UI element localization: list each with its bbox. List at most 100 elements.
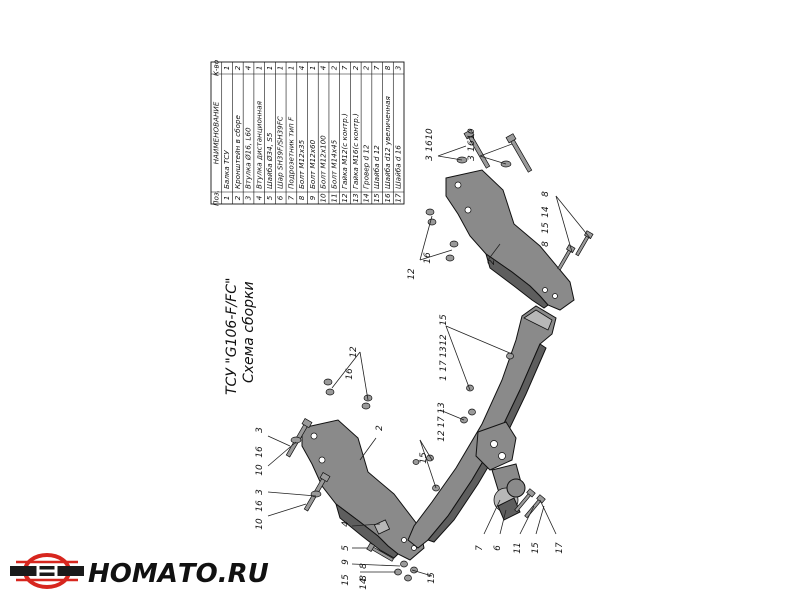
callout-5a: 5 xyxy=(341,545,351,551)
table-row-qty: 7 xyxy=(372,65,381,70)
callout-13a: 13 xyxy=(439,346,449,358)
callout-17b: 17 xyxy=(437,416,447,428)
table-row-qty: 2 xyxy=(329,65,338,70)
table-row-pos: 17 xyxy=(394,193,403,203)
table-row-qty: 7 xyxy=(340,65,349,70)
callout-2b: 2 xyxy=(375,425,385,431)
callout-9a: 9 xyxy=(341,559,351,565)
table-row-qty: 2 xyxy=(361,65,370,70)
table-row-pos: 10 xyxy=(319,193,328,203)
table-row-pos: 1 xyxy=(222,196,231,201)
table-row-name: Шайба Ø34, S5 xyxy=(265,132,274,189)
callout-10c: 10 xyxy=(255,464,265,476)
table-row-qty: 1 xyxy=(276,66,285,71)
table-row-qty: 1 xyxy=(286,66,295,71)
table-row-name: Гайка M16(с контр.) xyxy=(351,113,360,189)
tow-ball xyxy=(491,463,526,521)
callout-16f: 16 xyxy=(255,500,265,512)
callout-17c: 17 xyxy=(555,542,565,554)
table-row-pos: 6 xyxy=(276,195,285,200)
table-row-name: Болт M12x60 xyxy=(308,139,317,189)
callout-8b: 8 xyxy=(541,241,551,247)
table-row-qty: 1 xyxy=(254,66,263,71)
table-row-pos: 9 xyxy=(308,195,317,200)
callout-15d: 15 xyxy=(341,574,351,586)
callout-15f: 15 xyxy=(531,542,541,554)
table-row-name: Подрозетник тип F xyxy=(286,116,295,189)
logo-emblem xyxy=(10,553,84,589)
callout-15b: 15 xyxy=(439,314,449,326)
table-row-pos: 7 xyxy=(286,195,295,200)
callout-14a: 14 xyxy=(541,206,551,218)
table-row-qty: 1 xyxy=(308,66,317,71)
table-row-qty: 1 xyxy=(265,66,274,71)
table-row-pos: 16 xyxy=(383,193,392,203)
table-row-qty: 2 xyxy=(233,65,242,70)
table-row-qty: 4 xyxy=(297,65,306,70)
table-header-name: НАИМЕНОВАНИЕ xyxy=(211,101,220,164)
callout-15a: 15 xyxy=(541,222,551,234)
title-line2: Схема сборки xyxy=(241,281,257,383)
table-row-qty: 3 xyxy=(394,65,403,70)
logo-brand: НОМАТО.RU xyxy=(88,559,269,589)
callout-7a: 7 xyxy=(475,545,485,551)
table-row-name: Втулка дистанционная xyxy=(254,100,263,189)
callout-12d: 12 xyxy=(349,346,359,358)
table-row-pos: 5 xyxy=(265,195,274,200)
callout-15e: 15 xyxy=(427,572,437,584)
callout-12b: 12 xyxy=(439,334,449,346)
callout-6a: 6 xyxy=(493,545,503,551)
callout-14b: 14 xyxy=(359,578,369,590)
callout-10a: 10 xyxy=(425,128,435,140)
table-row-name: Гровер d 12 xyxy=(361,144,370,189)
table-row-name: Балка ТСУ xyxy=(222,150,231,189)
diagram-title: ТСУ "G106-F/FC" Схема сборки xyxy=(224,278,257,395)
callout-10b: 10 xyxy=(467,128,477,140)
table-row-name: Болт M12x35 xyxy=(297,139,306,189)
leader-lines xyxy=(267,143,591,577)
callout-16d: 16 xyxy=(345,368,355,380)
table-row-pos: 15 xyxy=(372,193,381,203)
bracket-right xyxy=(445,169,575,311)
callout-16a: 16 xyxy=(425,140,435,152)
table-row-name: Шайба d 12 xyxy=(372,145,381,189)
table-row-name: Болт M12x100 xyxy=(319,135,328,189)
callout-8c: 8 xyxy=(359,563,369,569)
callout-8d: 8 xyxy=(359,575,369,581)
title-line1: ТСУ "G106-F/FC" xyxy=(224,278,240,395)
tow-beam xyxy=(407,305,557,549)
table-row-pos: 4 xyxy=(254,195,263,200)
table-row-name: Втулка Ø16, L60 xyxy=(244,127,253,189)
table-row-pos: 13 xyxy=(351,193,360,203)
table-row-pos: 8 xyxy=(297,195,306,200)
callout-12a: 12 xyxy=(407,268,417,280)
table-row-name: Шайба d12 увеличенная xyxy=(383,95,392,189)
table-row-qty: 4 xyxy=(319,65,328,70)
table-row-pos: 14 xyxy=(361,193,370,203)
callout-17a: 17 xyxy=(439,360,449,372)
callout-3c: 3 xyxy=(255,427,265,433)
callout-3d: 3 xyxy=(255,489,265,495)
callout-16e: 16 xyxy=(255,446,265,458)
callout-10d: 10 xyxy=(255,518,265,530)
callout-16b: 16 xyxy=(467,140,477,152)
callout-2a: 2 xyxy=(487,259,497,265)
table-row-pos: 11 xyxy=(329,193,338,202)
table-row-qty: 2 xyxy=(351,65,360,70)
callout-4a: 4 xyxy=(341,521,351,527)
table-row-pos: 2 xyxy=(233,195,242,200)
table-row-name: Гайка M12(с контр.) xyxy=(340,113,349,189)
table-row-name: Кронштейн в сборе xyxy=(233,115,242,189)
table-header-pos: Поз. xyxy=(211,190,220,206)
table-row-pos: 12 xyxy=(340,193,349,203)
callout-13b: 13 xyxy=(437,402,447,414)
callout-16c: 16 xyxy=(423,252,433,264)
table-row-qty: 4 xyxy=(244,65,253,70)
table-header-qty: К-во xyxy=(211,59,220,76)
table-row-qty: 1 xyxy=(222,66,231,71)
table-row-name: Шар SH39F/SH39FC xyxy=(276,116,285,189)
table-row-qty: 8 xyxy=(383,65,392,70)
